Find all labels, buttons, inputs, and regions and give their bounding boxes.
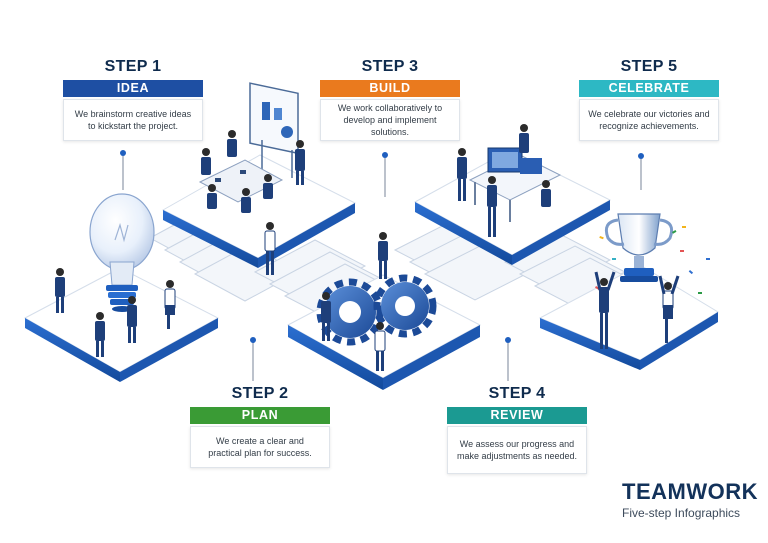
person-icon [658, 275, 680, 343]
step-description: We create a clear and practical plan for… [190, 426, 330, 468]
step-2: STEP 2 PLAN We create a clear and practi… [190, 385, 330, 468]
stairs-4-5 [503, 233, 642, 313]
person-icon [378, 232, 388, 279]
platform-build [161, 154, 357, 268]
connector-lines [122, 153, 642, 381]
step-description: We celebrate our victories and recognize… [579, 99, 719, 141]
person-icon [263, 174, 273, 199]
person-icon [95, 312, 105, 357]
person-icon [227, 130, 237, 157]
step-description: We work collaboratively to develop and i… [320, 99, 460, 141]
step-heading: STEP 5 [620, 58, 678, 75]
step-banner: IDEA [63, 80, 203, 97]
brand-block: TEAMWORK Five-step Infographics [622, 479, 762, 521]
person-icon [207, 184, 217, 209]
person-icon [201, 148, 211, 175]
step-heading: STEP 2 [231, 385, 289, 402]
person-icon [295, 140, 305, 185]
step-4: STEP 4 REVIEW We assess our progress and… [447, 385, 587, 474]
step-heading: STEP 3 [361, 58, 419, 75]
gears-icon [316, 274, 437, 346]
whiteboard-icon [249, 82, 299, 178]
light-bulb-icon [89, 193, 155, 312]
person-icon [127, 296, 137, 343]
brand-title: TEAMWORK [622, 479, 758, 504]
person-icon [541, 180, 551, 207]
person-icon [519, 124, 529, 153]
team-figures [55, 124, 680, 371]
brand-subtitle: Five-step Infographics [622, 506, 741, 520]
person-icon [241, 188, 251, 213]
step-1: STEP 1 IDEA We brainstorm creative ideas… [63, 58, 203, 141]
step-heading: STEP 4 [488, 385, 546, 402]
connector-dots [120, 150, 644, 343]
person-icon [487, 176, 497, 237]
person-icon [164, 280, 176, 329]
person-icon [264, 222, 276, 275]
step-banner: PLAN [190, 407, 330, 424]
step-heading: STEP 1 [104, 58, 162, 75]
step-5: STEP 5 CELEBRATE We celebrate our victor… [579, 58, 719, 141]
step-banner: REVIEW [447, 407, 587, 424]
person-icon [374, 322, 386, 371]
step-description: We assess our progress and make adjustme… [447, 426, 587, 474]
person-icon [321, 292, 331, 341]
person-icon [55, 268, 65, 313]
person-icon [457, 148, 467, 201]
step-banner: BUILD [320, 80, 460, 97]
step-description: We brainstorm creative ideas to kickstar… [63, 99, 203, 141]
step-banner: CELEBRATE [579, 80, 719, 97]
meeting-table-icon [198, 159, 284, 203]
trophy-icon [604, 213, 674, 282]
person-icon [594, 271, 616, 349]
step-3: STEP 3 BUILD We work collaboratively to … [320, 58, 460, 141]
